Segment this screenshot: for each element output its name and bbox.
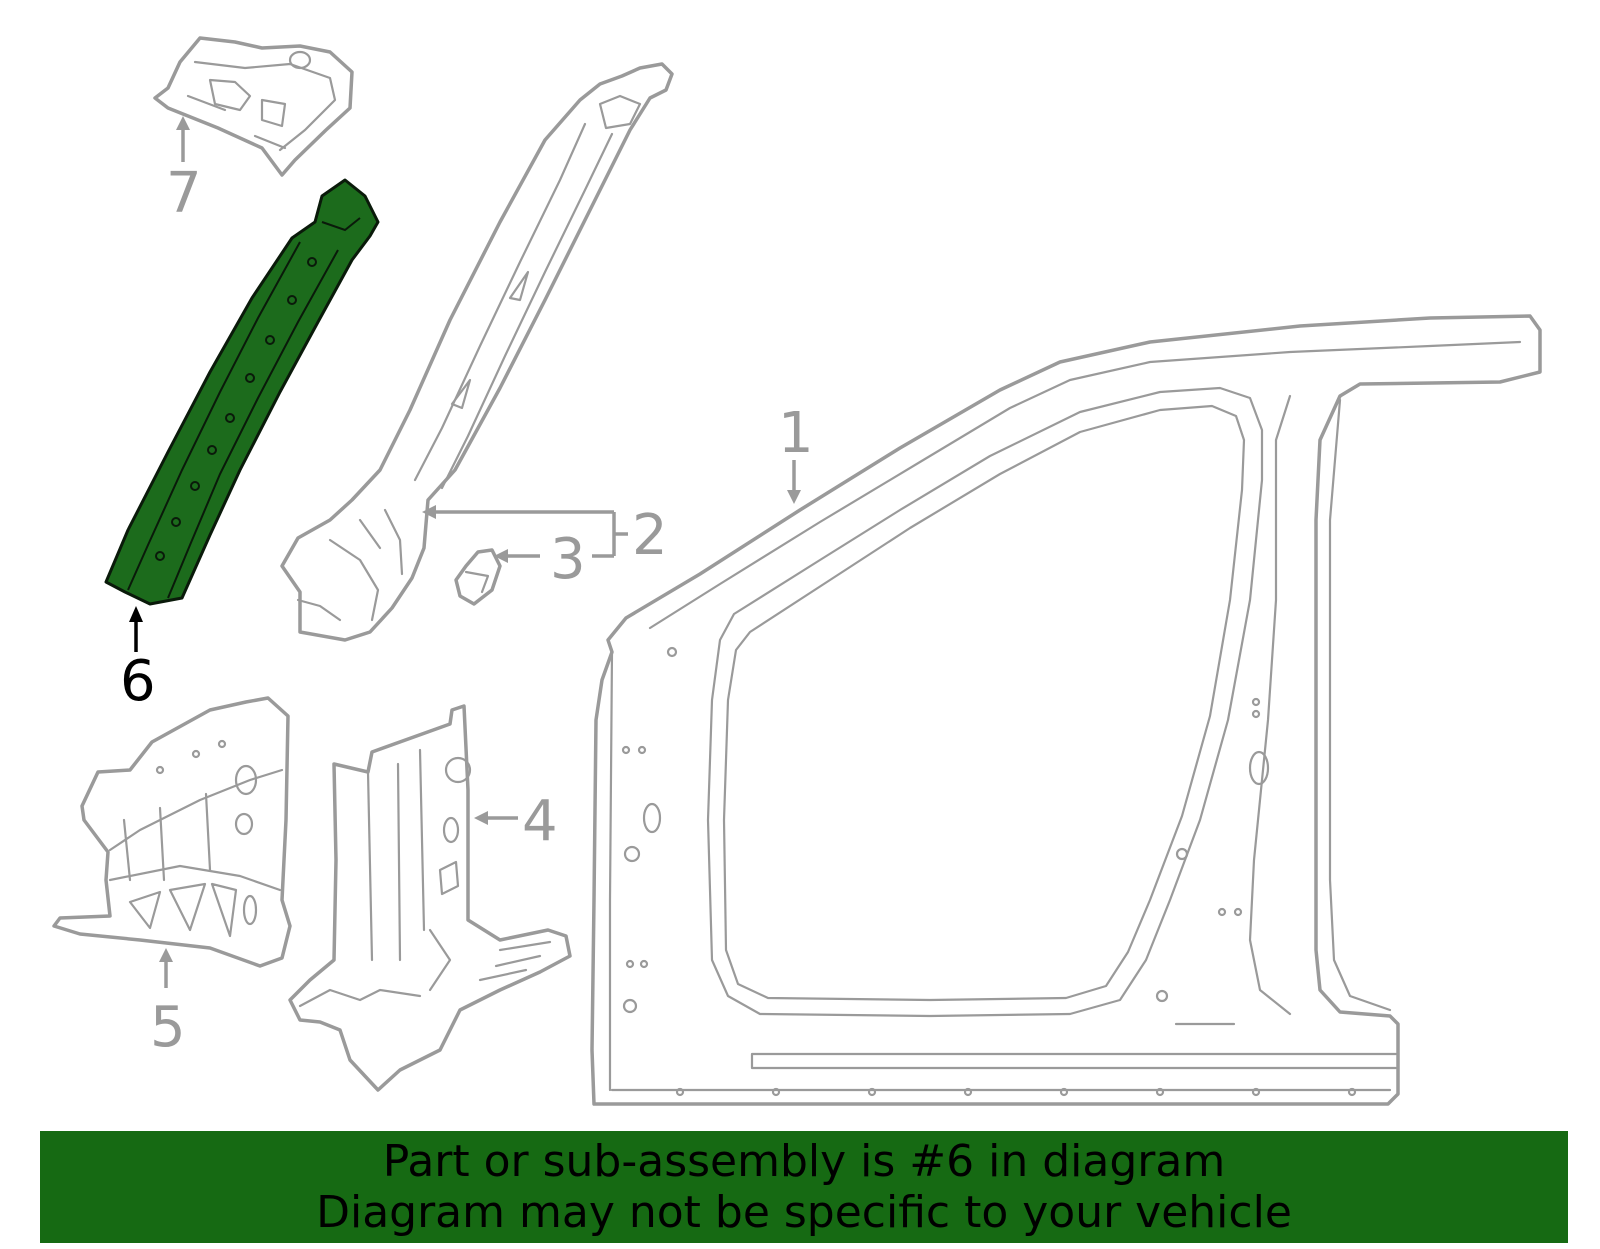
part-2-a-pillar [280,62,674,642]
banner-line-2: Diagram may not be specific to your vehi… [316,1187,1292,1238]
callout-3: 3 [550,527,586,592]
part-4-b-pillar-lower [288,704,572,1092]
callout-2-leader [422,505,628,558]
disclaimer-banner: Part or sub-assembly is #6 in diagram Di… [40,1131,1568,1243]
callout-5: 5 [150,995,186,1060]
banner-line-1: Part or sub-assembly is #6 in diagram [382,1136,1226,1187]
callout-1: 1 [778,401,814,466]
arrowhead-6 [129,606,143,622]
callout-7: 7 [166,161,202,226]
arrowhead-7 [176,116,190,130]
callout-6: 6 [120,649,156,714]
part-6-pillar-reinforcement [104,178,380,606]
part-5-hinge-pillar [52,696,292,968]
part-7-bracket [153,36,354,177]
arrowhead-5 [159,948,173,962]
arrowhead-3 [494,549,508,563]
arrowhead-1 [787,490,801,504]
part-1-body-side-frame [590,314,1542,1106]
arrowhead-4 [474,811,488,825]
part-3-bracket [454,548,502,606]
callout-2: 2 [632,503,668,568]
callout-4: 4 [522,789,558,854]
